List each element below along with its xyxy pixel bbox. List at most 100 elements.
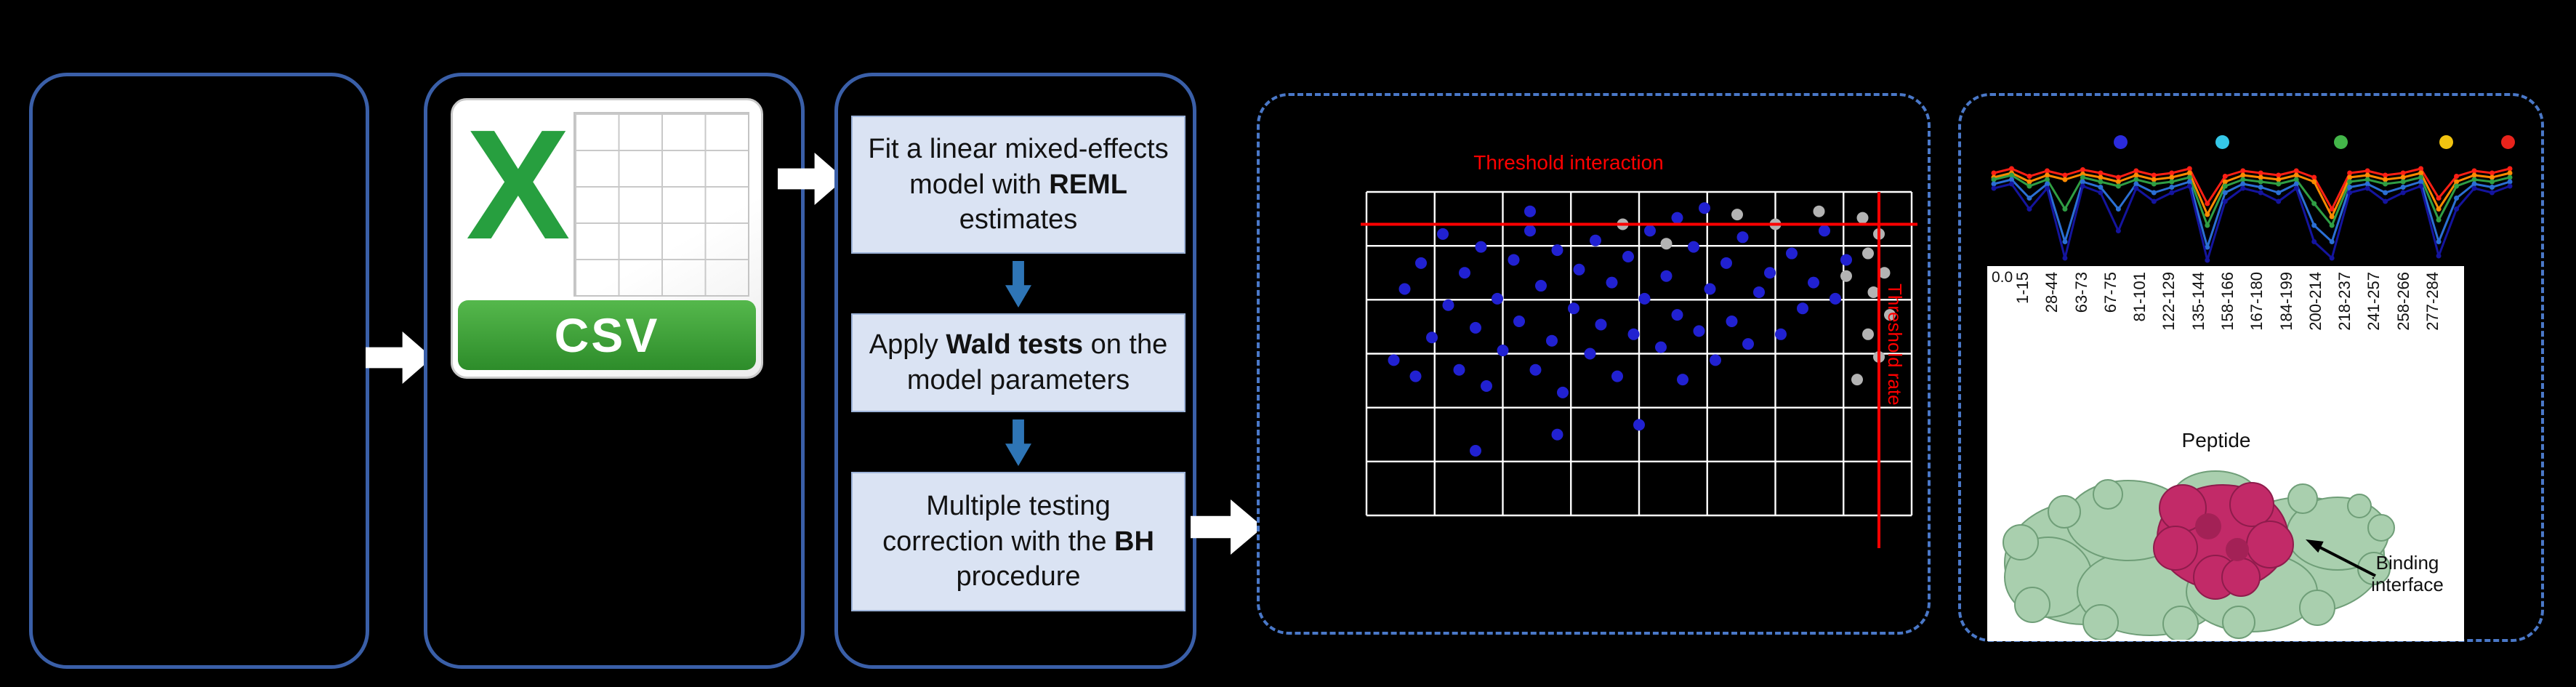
peptide-tick-label: 218-237 xyxy=(2335,272,2354,331)
spreadsheet-grid-icon xyxy=(573,112,749,297)
step-text: Multiple testing correction with the BH … xyxy=(882,491,1154,592)
scatter-point xyxy=(1606,276,1618,289)
scatter-point-ns xyxy=(1660,238,1673,250)
scatter-point xyxy=(1688,241,1699,253)
scatter-point xyxy=(1529,363,1542,376)
scatter-point xyxy=(1492,292,1503,305)
peptide-tick-label: 1-15 xyxy=(2013,272,2032,305)
peptide-tick-label: 241-257 xyxy=(2364,272,2383,331)
peptide-tick-label: 200-214 xyxy=(2306,272,2325,331)
series-blue xyxy=(1993,178,2511,249)
scatter-point xyxy=(1655,341,1667,353)
down-arrow-icon xyxy=(1005,419,1031,466)
scatter-point xyxy=(1415,257,1427,269)
scatter-point-ns xyxy=(1840,270,1852,282)
scatter-point xyxy=(1524,205,1536,217)
scatter-point xyxy=(1627,328,1640,340)
peptide-axis-title: Peptide xyxy=(2181,429,2251,451)
peptide-tick-label: 167-180 xyxy=(2247,272,2266,331)
scatter-point xyxy=(1590,234,1601,246)
step-text: Apply Wald tests on the model parameters xyxy=(869,329,1168,395)
scatter-point xyxy=(1426,332,1438,344)
scatter-point xyxy=(1557,386,1569,398)
peptide-tick-label: 184-199 xyxy=(2277,272,2295,331)
scatter-point xyxy=(1671,212,1683,224)
scatter-point xyxy=(1753,286,1765,298)
legend-dot-icon xyxy=(2439,135,2453,149)
scatter-point xyxy=(1595,318,1607,331)
scatter-point xyxy=(1830,292,1841,305)
peptide-tick-label: 63-73 xyxy=(2072,272,2090,313)
scatter-point xyxy=(1584,347,1596,360)
scatter-point-ns xyxy=(1867,286,1880,298)
peptide-tick-label: 258-266 xyxy=(2394,272,2412,331)
scatter-point xyxy=(1764,267,1776,279)
panel-model-steps: Fit a linear mixed-effects model with RE… xyxy=(834,73,1196,669)
csv-banner-label: CSV xyxy=(458,300,756,370)
peptide-tick-label: 81-101 xyxy=(2130,272,2149,322)
panel-scatter-plot: Threshold interaction Threshold rate xyxy=(1257,93,1931,635)
protein-structure-image xyxy=(2003,470,2395,640)
scatter-point xyxy=(1551,428,1563,441)
scatter-point xyxy=(1470,445,1481,457)
scatter-point xyxy=(1568,302,1579,315)
scatter-point xyxy=(1775,328,1787,340)
panel-csv-file: X CSV xyxy=(424,73,805,669)
scatter-point xyxy=(1573,263,1585,276)
scatter-point xyxy=(1797,302,1808,315)
scatter-point xyxy=(1622,251,1634,262)
legend-dot-icon xyxy=(2334,135,2348,149)
scatter-point xyxy=(1508,254,1520,266)
scatter-point xyxy=(1535,280,1547,292)
profile-legend xyxy=(1961,135,2547,151)
series-orange xyxy=(1993,172,2511,218)
annotation-arrow-icon xyxy=(2306,539,2376,577)
scatter-point-ns xyxy=(1813,205,1825,217)
protein-surface xyxy=(2003,470,2395,640)
peptide-tick-label: 158-166 xyxy=(2218,272,2237,331)
scatter-point xyxy=(1453,363,1465,376)
scatter-point xyxy=(1638,292,1651,305)
binding-interface-region xyxy=(2153,482,2294,600)
scatter-point xyxy=(1513,316,1525,327)
csv-file-icon: X CSV xyxy=(451,97,763,379)
scatter-point xyxy=(1442,299,1454,311)
step-box-reml: Fit a linear mixed-effects model with RE… xyxy=(851,116,1186,254)
scatter-point xyxy=(1710,354,1721,366)
scatter-point xyxy=(1671,309,1683,321)
scatter-point-ns xyxy=(1878,267,1891,279)
step-box-wald: Apply Wald tests on the model parameters xyxy=(851,313,1186,412)
down-arrow-icon xyxy=(1005,261,1031,308)
scatter-point xyxy=(1693,325,1705,337)
scatter-point xyxy=(1398,283,1411,295)
peptide-tick-label: 28-44 xyxy=(2042,272,2061,313)
scatter-point-ns xyxy=(1856,212,1869,224)
scatter-point-ns xyxy=(1731,209,1743,221)
peptide-tick-label: 277-284 xyxy=(2423,272,2442,331)
threshold-interaction-label: Threshold interaction xyxy=(1473,151,1664,174)
flow-arrow-icon xyxy=(366,332,432,384)
scatter-point xyxy=(1660,270,1673,282)
flow-arrow-icon xyxy=(1191,499,1263,555)
scatter-point xyxy=(1720,257,1732,269)
step-text: Fit a linear mixed-effects model with RE… xyxy=(868,134,1169,236)
scatter-point xyxy=(1481,380,1492,392)
scatter-point-ns xyxy=(1862,328,1874,340)
legend-dot-icon xyxy=(2215,135,2229,149)
scatter-point xyxy=(1388,354,1400,366)
scatter-point xyxy=(1551,244,1563,257)
scatter-point-ns xyxy=(1884,309,1896,321)
scatter-point xyxy=(1633,419,1645,431)
scatter-plot xyxy=(1361,190,1917,548)
scatter-point xyxy=(1644,225,1656,237)
threshold-rate-label: Threshold rate xyxy=(1884,284,1906,406)
scatter-point xyxy=(1470,321,1481,334)
binding-interface-label: Binding interface xyxy=(2371,552,2444,595)
scatter-point xyxy=(1611,370,1623,382)
peptide-tick-label: 67-75 xyxy=(2101,272,2120,313)
scatter-point xyxy=(1808,276,1819,289)
